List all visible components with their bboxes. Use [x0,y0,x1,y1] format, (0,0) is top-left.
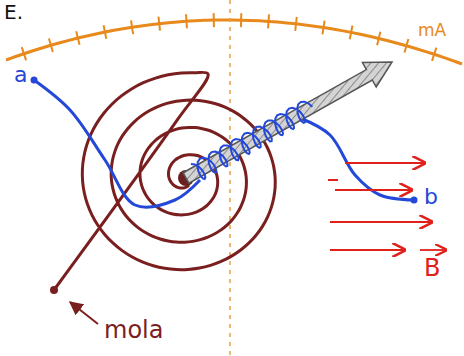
scale-tick [185,14,188,28]
leader-arrow [70,302,98,324]
scale-tick [22,47,26,60]
terminal-label: b [424,186,438,208]
terminal-b [411,197,418,204]
scale-tick [322,21,324,35]
scale-tick [240,13,242,27]
scale-tick [377,32,380,46]
pointer-needle [183,62,392,183]
scale-tick [158,17,160,31]
field-arrow [345,162,425,164]
scale-tick [213,13,215,27]
scale-tick [350,26,353,40]
wire-a [34,80,200,207]
scale-tick [49,39,53,52]
coil [191,102,312,179]
unit-label: mA [418,22,446,39]
scale-tick [104,25,107,39]
spring-end [50,286,58,294]
scale-tick [76,31,79,45]
scale-tick [405,39,409,52]
partial-label: E. [4,2,23,22]
spiral-spring [54,72,275,290]
wire-b [300,118,414,200]
terminal-a [31,77,38,84]
field-label: B [424,256,440,280]
field-arrow [330,221,432,223]
scale-tick [267,14,270,28]
scale-tick [295,17,297,31]
scale-tick [432,48,436,61]
center-line [229,0,231,356]
spring-label: mola [104,318,163,342]
field-arrow [335,189,412,191]
terminal-label: a [14,64,27,86]
minus-mark [328,179,338,181]
field-arrow [330,249,405,251]
scale-tick [131,20,133,34]
vector-arrow [420,249,446,251]
scale-arc [6,20,462,64]
